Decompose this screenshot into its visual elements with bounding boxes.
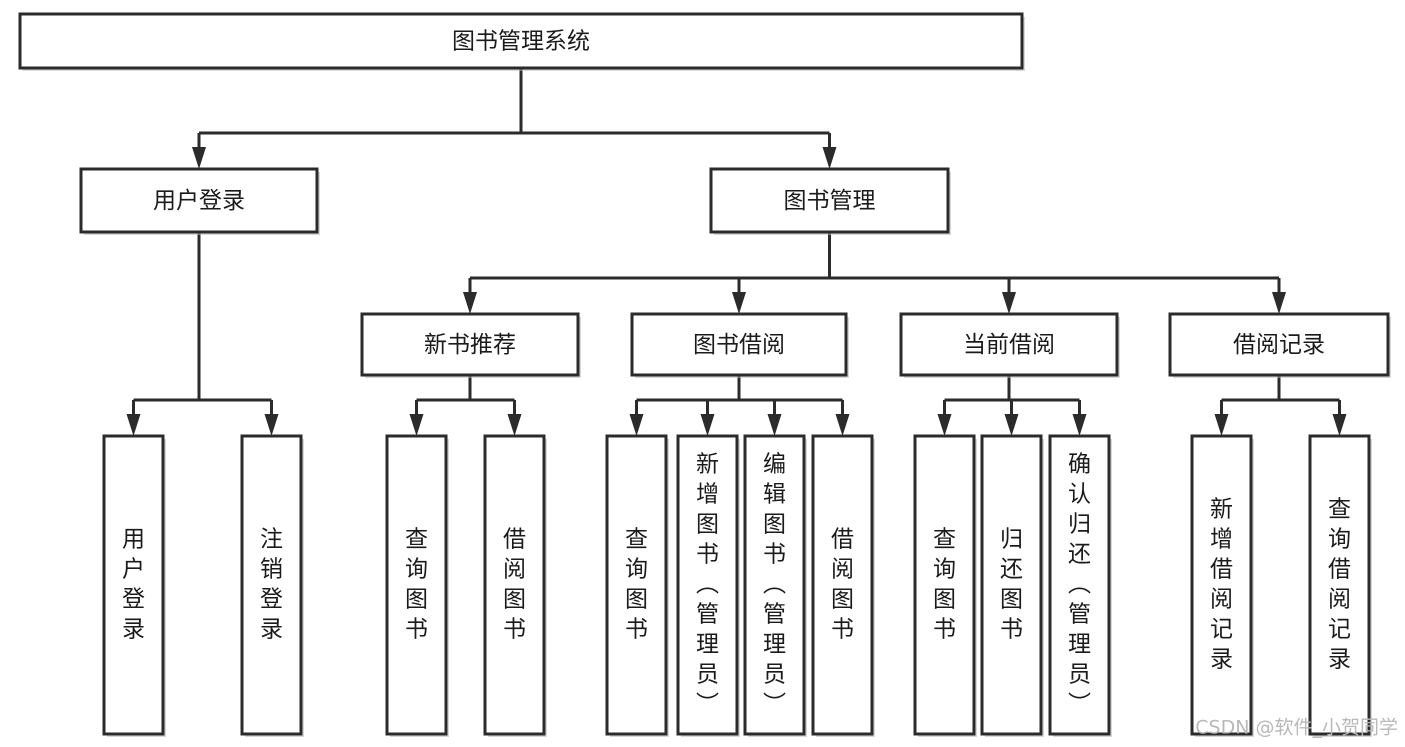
node-label: 借阅记录: [1233, 332, 1325, 358]
connector-arrowhead: [700, 414, 715, 436]
connector-arrowhead: [126, 414, 141, 436]
node-label: 图书借阅: [693, 332, 785, 358]
node-login[interactable]: 用户登录: [79, 167, 320, 235]
node-label: 查询图书: [405, 527, 428, 643]
connector-group: [629, 375, 850, 436]
node-label: 借阅图书: [503, 527, 526, 643]
connector-arrowhead: [822, 147, 837, 169]
node-label: 图书管理: [784, 188, 876, 214]
node-leaf-edit-book[interactable]: 编辑图书︵管理员︶: [743, 434, 807, 737]
node-leaf-query-record[interactable]: 查询借阅记录: [1308, 434, 1372, 737]
node-label: 归还图书: [1000, 527, 1023, 643]
node-rect[interactable]: [18, 12, 1024, 70]
node-rect[interactable]: [1308, 434, 1371, 736]
node-label: 查询图书: [625, 527, 648, 643]
connector-arrowhead: [1072, 414, 1087, 436]
node-leaf-query-book[interactable]: 查询图书: [605, 434, 669, 737]
csdn-watermark: CSDN @软件_小贺同学: [1195, 717, 1398, 739]
connector-arrowhead: [264, 414, 279, 436]
node-label: 查询借阅记录: [1328, 497, 1351, 673]
node-bookmgmt[interactable]: 图书管理: [709, 167, 951, 235]
connector-group: [126, 232, 279, 436]
node-root[interactable]: 图书管理系统: [18, 12, 1025, 71]
connector-arrowhead: [192, 147, 206, 169]
node-rect[interactable]: [1168, 312, 1390, 377]
connector-arrowhead: [937, 414, 952, 436]
node-rect[interactable]: [79, 167, 319, 234]
node-label: 查询图书: [933, 527, 956, 643]
node-leaf-logout[interactable]: 注销登录: [240, 434, 304, 737]
node-label: 确认归还︵管理员︶: [1068, 452, 1091, 718]
node-rect[interactable]: [240, 434, 303, 736]
watermark-layer: CSDN @软件_小贺同学: [1195, 717, 1398, 739]
node-rect[interactable]: [630, 312, 848, 377]
node-label: 新增图书︵管理员︶: [696, 452, 719, 718]
node-label: 当前借阅: [963, 332, 1055, 358]
node-label: 注销登录: [260, 527, 283, 643]
connector-group: [463, 232, 1286, 314]
connector-group: [192, 68, 837, 169]
node-rect[interactable]: [811, 434, 874, 736]
node-rect[interactable]: [899, 312, 1119, 377]
node-rect[interactable]: [1190, 434, 1253, 736]
connector-layer: [126, 68, 1347, 436]
connector-arrowhead: [835, 414, 850, 436]
node-rect[interactable]: [913, 434, 976, 736]
node-label: 借阅图书: [831, 527, 854, 643]
node-label: 新增借阅记录: [1210, 497, 1233, 673]
node-leaf-user-login[interactable]: 用户登录: [102, 434, 166, 737]
node-rect[interactable]: [980, 434, 1043, 736]
node-leaf-add-book[interactable]: 新增图书︵管理员︶: [676, 434, 740, 737]
node-layer: 图书管理系统用户登录图书管理新书推荐图书借阅当前借阅借阅记录用户登录注销登录查询…: [18, 12, 1391, 737]
connector-arrowhead: [732, 292, 746, 314]
node-leaf-add-record[interactable]: 新增借阅记录: [1190, 434, 1254, 737]
node-label: 编辑图书︵管理员︶: [763, 452, 786, 718]
connector-group: [1214, 375, 1347, 436]
node-rect[interactable]: [709, 167, 950, 234]
connector-arrowhead: [409, 414, 424, 436]
node-records[interactable]: 借阅记录: [1168, 312, 1391, 378]
connector-group: [409, 375, 522, 436]
connector-arrowhead: [1332, 414, 1347, 436]
node-current[interactable]: 当前借阅: [899, 312, 1120, 378]
node-leaf-borrow-book[interactable]: 借阅图书: [811, 434, 875, 737]
node-label: 新书推荐: [424, 332, 516, 358]
node-label: 用户登录: [122, 527, 145, 643]
connector-arrowhead: [1272, 292, 1286, 314]
node-rect[interactable]: [605, 434, 668, 736]
connector-arrowhead: [1002, 292, 1016, 314]
node-leaf-confirm-return[interactable]: 确认归还︵管理员︶: [1048, 434, 1112, 737]
node-label: 图书管理系统: [452, 29, 590, 55]
connector-group: [937, 375, 1087, 436]
node-borrow[interactable]: 图书借阅: [630, 312, 849, 378]
node-leaf-borrow-book-new[interactable]: 借阅图书: [483, 434, 547, 737]
node-rect[interactable]: [743, 434, 806, 736]
node-rect[interactable]: [676, 434, 739, 736]
connector-arrowhead: [1214, 414, 1229, 436]
node-newbook[interactable]: 新书推荐: [360, 312, 581, 378]
node-leaf-return-book[interactable]: 归还图书: [980, 434, 1044, 737]
connector-arrowhead: [767, 414, 782, 436]
node-rect[interactable]: [360, 312, 580, 377]
node-leaf-query-book-new[interactable]: 查询图书: [385, 434, 449, 737]
node-leaf-query-book-cur[interactable]: 查询图书: [913, 434, 977, 737]
node-rect[interactable]: [102, 434, 165, 736]
connector-arrowhead: [629, 414, 644, 436]
node-rect[interactable]: [385, 434, 448, 736]
connector-arrowhead: [507, 414, 522, 436]
connector-arrowhead: [1004, 414, 1019, 436]
node-rect[interactable]: [483, 434, 546, 736]
node-label: 用户登录: [153, 188, 245, 214]
node-rect[interactable]: [1048, 434, 1111, 736]
connector-arrowhead: [463, 292, 477, 314]
